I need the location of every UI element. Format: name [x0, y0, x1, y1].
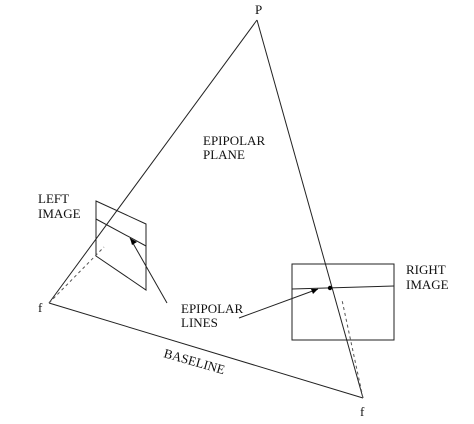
baseline-line	[48, 302, 364, 399]
epipolar-intersection-point	[327, 285, 333, 291]
pointer-to-left-epipolar-line	[129, 237, 168, 304]
right-epipolar-line	[291, 285, 395, 290]
ray-right-focus-to-p	[256, 19, 364, 399]
label-point-p: P	[255, 2, 262, 17]
pointer-arrowhead-right	[311, 289, 318, 294]
label-epipolar-plane-line1: EPIPOLAR	[203, 133, 265, 148]
label-baseline: BASELINE	[162, 345, 227, 377]
label-left-image-line2: IMAGE	[38, 206, 81, 221]
label-right-focus: f	[360, 404, 365, 419]
pointer-arrowhead-left	[130, 238, 137, 245]
left-epipolar-line	[95, 218, 147, 247]
label-left-image-line1: LEFT	[38, 191, 69, 206]
label-epipolar-lines-line2: LINES	[181, 315, 218, 330]
pointer-to-right-epipolar-line	[238, 288, 319, 319]
label-right-image-line2: IMAGE	[406, 277, 449, 292]
label-epipolar-plane-line2: PLANE	[203, 147, 245, 162]
label-left-focus: f	[38, 300, 43, 315]
ray-left-focus-to-p	[48, 19, 258, 304]
right-optical-axis-dashed	[341, 299, 364, 399]
left-image-plane	[95, 200, 147, 291]
right-image-plane	[291, 263, 395, 341]
left-optical-axis-dashed	[48, 246, 105, 304]
label-epipolar-lines-line1: EPIPOLAR	[181, 301, 243, 316]
label-right-image-line1: RIGHT	[406, 262, 446, 277]
